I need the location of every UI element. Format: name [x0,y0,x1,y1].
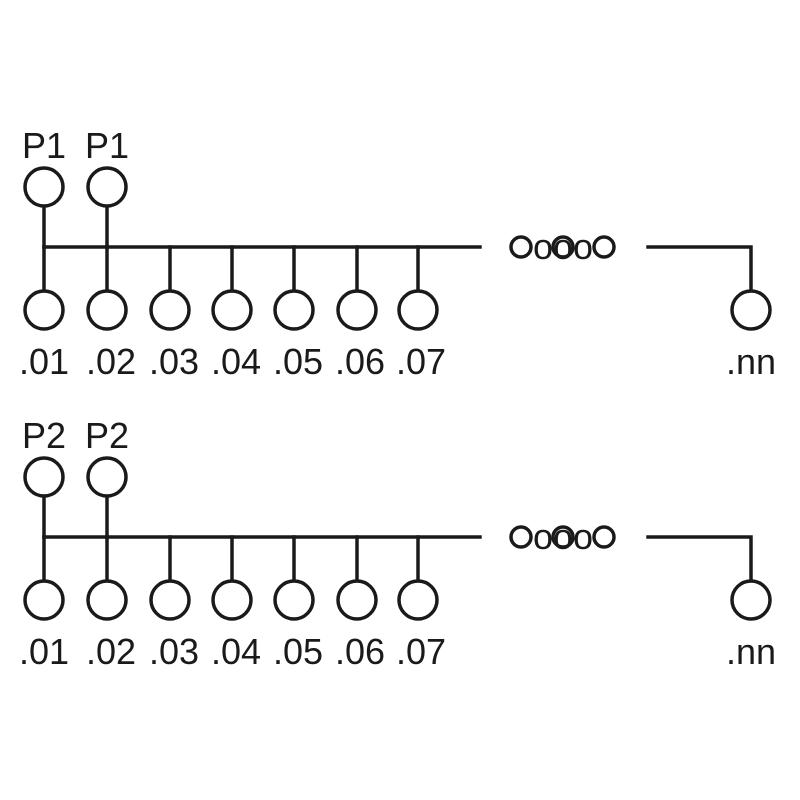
group-2-port-node [86,456,128,498]
group-2-ellipsis-text: ooo [533,516,593,557]
group-2-node [273,579,315,621]
group-1-port-label: P1 [22,125,66,166]
group-2-node [397,579,439,621]
group-2-node [336,579,378,621]
group-1-node [397,289,439,331]
group-1-node-label: .05 [273,341,323,382]
group-2-node-label: .01 [19,631,69,672]
group-2-node [149,579,191,621]
group-1-node [336,289,378,331]
group-1-ellipsis-dot [509,235,533,259]
group-1-ellipsis-dot [592,235,616,259]
group-2-node [23,579,65,621]
group-2-ellipsis-dot [509,525,533,549]
group-2-trunk-line [646,535,753,583]
group-1-node-label: .04 [211,341,261,382]
group-1-port-label: P1 [85,125,129,166]
group-2-node-label: .04 [211,631,261,672]
group-2-ellipsis-dot [592,525,616,549]
group-1-node-label: .06 [335,341,385,382]
group-1-node [86,289,128,331]
group-1-node [211,289,253,331]
group-2-last-node [730,579,772,621]
group-1-node-label: .03 [149,341,199,382]
group-1-last-node [730,289,772,331]
group-1-trunk-line [646,245,753,293]
group-1-ellipsis-text: ooo [533,226,593,267]
group-1-port-node [86,166,128,208]
group-2-node-label: .06 [335,631,385,672]
group-2-node-label: .05 [273,631,323,672]
group-1-last-node-label: .nn [726,341,776,382]
group-1-port-node [23,166,65,208]
group-2-node-label: .02 [86,631,136,672]
group-1-ellipsis-dot [551,235,575,259]
group-1-node-label: .07 [396,341,446,382]
group-1-node-label: .02 [86,341,136,382]
group-2-port-label: P2 [22,415,66,456]
group-1-node-label: .01 [19,341,69,382]
group-2-node [211,579,253,621]
group-2-node-label: .07 [396,631,446,672]
group-1-node [273,289,315,331]
group-2-node-label: .03 [149,631,199,672]
group-1-node [23,289,65,331]
group-2-port-label: P2 [85,415,129,456]
group-2-ellipsis-dot [551,525,575,549]
group-2-node [86,579,128,621]
group-2-port-node [23,456,65,498]
group-1-node [149,289,191,331]
group-2-last-node-label: .nn [726,631,776,672]
